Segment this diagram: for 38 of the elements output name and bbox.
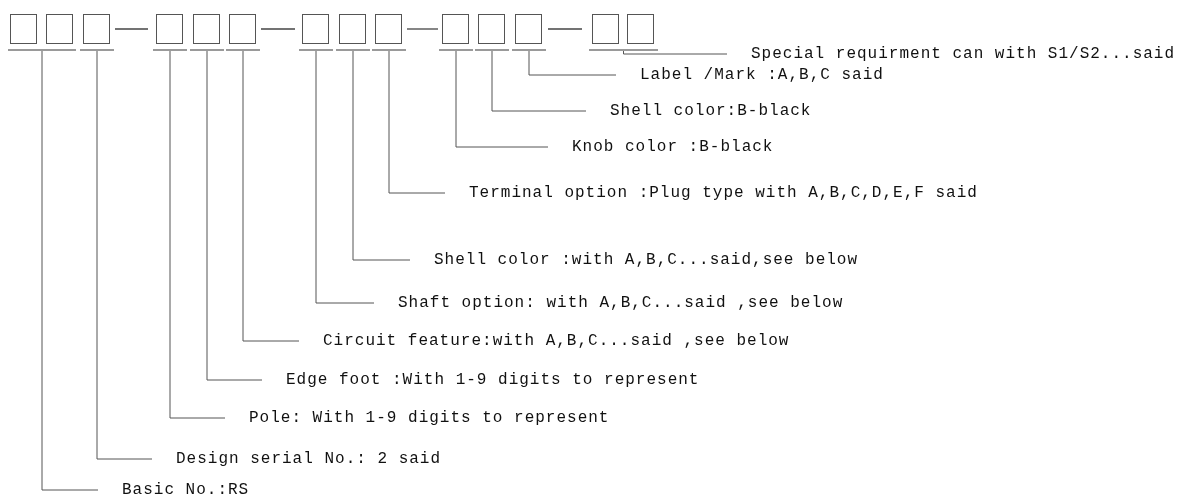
code-box	[625, 14, 658, 51]
option-description: Design serial No.: 2 said	[152, 449, 442, 469]
option-description: Knob color :B-black	[548, 137, 774, 157]
leader-line	[455, 50, 549, 148]
leader-line	[388, 50, 446, 194]
code-box	[153, 14, 187, 51]
leader-line	[315, 50, 375, 304]
option-description: Circuit feature:with A,B,C...said ,see below	[299, 331, 790, 351]
code-box	[80, 14, 114, 51]
option-description: Edge foot :With 1-9 digits to represent	[262, 370, 700, 390]
code-box	[439, 14, 473, 51]
leader-line	[96, 50, 153, 460]
option-description: Terminal option :Plug type with A,B,C,D,E,F said	[445, 183, 978, 203]
code-box	[372, 14, 406, 51]
option-description: Pole: With 1-9 digits to represent	[225, 408, 610, 428]
option-description: Special requirment can with S1/S2...said	[727, 44, 1176, 64]
code-box	[589, 14, 625, 51]
leader-line	[352, 50, 411, 261]
option-description: Basic No.:RS	[98, 480, 250, 500]
code-box	[475, 14, 509, 51]
code-box	[336, 14, 370, 51]
leader-line	[242, 50, 300, 342]
code-box	[44, 14, 76, 51]
code-box	[8, 14, 44, 51]
option-description: Shell color :with A,B,C...said,see below	[410, 250, 859, 270]
code-box	[299, 14, 333, 51]
leader-line	[41, 50, 99, 491]
leader-line	[206, 50, 263, 381]
option-description: Shaft option: with A,B,C...said ,see below	[374, 293, 844, 313]
option-description: Label /Mark :A,B,C said	[616, 65, 884, 85]
leader-line	[169, 50, 226, 419]
code-box	[226, 14, 260, 51]
leader-line	[491, 50, 587, 112]
code-box	[512, 14, 546, 51]
code-box	[190, 14, 224, 51]
leader-line	[623, 50, 728, 55]
option-description: Shell color:B-black	[586, 101, 812, 121]
leader-line	[528, 50, 617, 76]
